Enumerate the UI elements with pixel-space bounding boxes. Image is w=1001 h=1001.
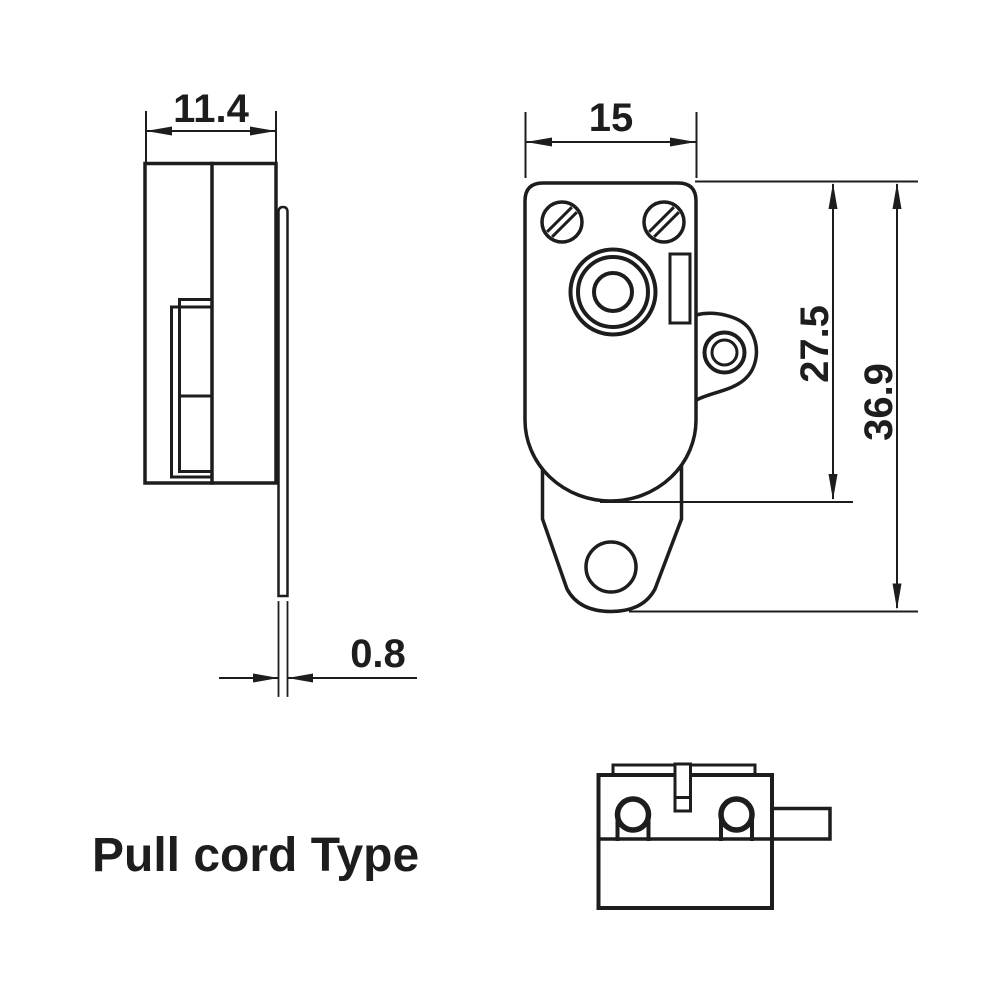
bushing-inner-ring [576,255,650,329]
dimension-overall-height: 36.9 [629,183,918,613]
dimension-body-height: 27.5 [600,180,918,503]
actuator-lever [770,806,832,841]
dimension-label-body-height: 27.5 [793,305,837,383]
center-tab-outline [673,762,692,813]
bushing-outer-ring [568,247,658,337]
dimension-label-front-width: 15 [589,96,634,140]
front-view: 15 [523,96,918,614]
screw-slot [546,206,573,233]
arrowhead-left-icon [146,126,172,136]
roller-circle [718,796,755,833]
arrowhead-right-icon [670,137,696,147]
arrowhead-down-icon [828,474,838,500]
cord-hole [592,271,634,313]
pulley-inner-edge [178,298,214,473]
dimension-plate-thickness: 0.8 [219,601,417,697]
screw-right [642,200,686,244]
roller-circle [614,796,652,833]
screw-head-icon [540,200,584,244]
screw-left [540,200,584,244]
dimension-label-overall-height: 36.9 [857,363,901,441]
cord-bushing [568,247,658,337]
screw-slot [653,211,680,238]
dimension-front-width: 15 [524,96,698,178]
dimension-label-side-width: 11.4 [173,87,249,131]
lug-ring [702,330,747,375]
arrowhead-left-icon [287,673,313,683]
roller-left [614,796,652,841]
bottom-view [596,762,832,910]
arrowhead-up-icon [892,183,902,209]
screw-slot [648,206,675,233]
center-tab [673,762,692,813]
lug-hole [710,338,739,367]
dimension-label-plate-thickness: 0.8 [350,632,406,676]
drawing-title: Pull cord Type [92,829,419,882]
bracket-hole [584,540,638,594]
arrowhead-down-icon [892,583,902,610]
pulley-side [170,298,214,479]
roller-right [718,796,755,841]
screw-head-icon [642,200,686,244]
screw-slot [551,211,578,238]
mounting-plate-side [277,205,289,598]
arrowhead-right-icon [253,673,279,683]
side-view: 11.4 0.8 [143,87,417,697]
arrowhead-left-icon [526,137,552,147]
pulley-outer-edge [170,305,214,479]
front-body-outline [523,181,698,503]
bracket-outline [540,458,684,614]
mounting-bracket [540,458,684,614]
indicator-slot [668,252,692,325]
arrowhead-right-icon [250,126,276,136]
dimension-side-width: 11.4 [145,87,277,162]
arrowhead-up-icon [828,183,838,209]
